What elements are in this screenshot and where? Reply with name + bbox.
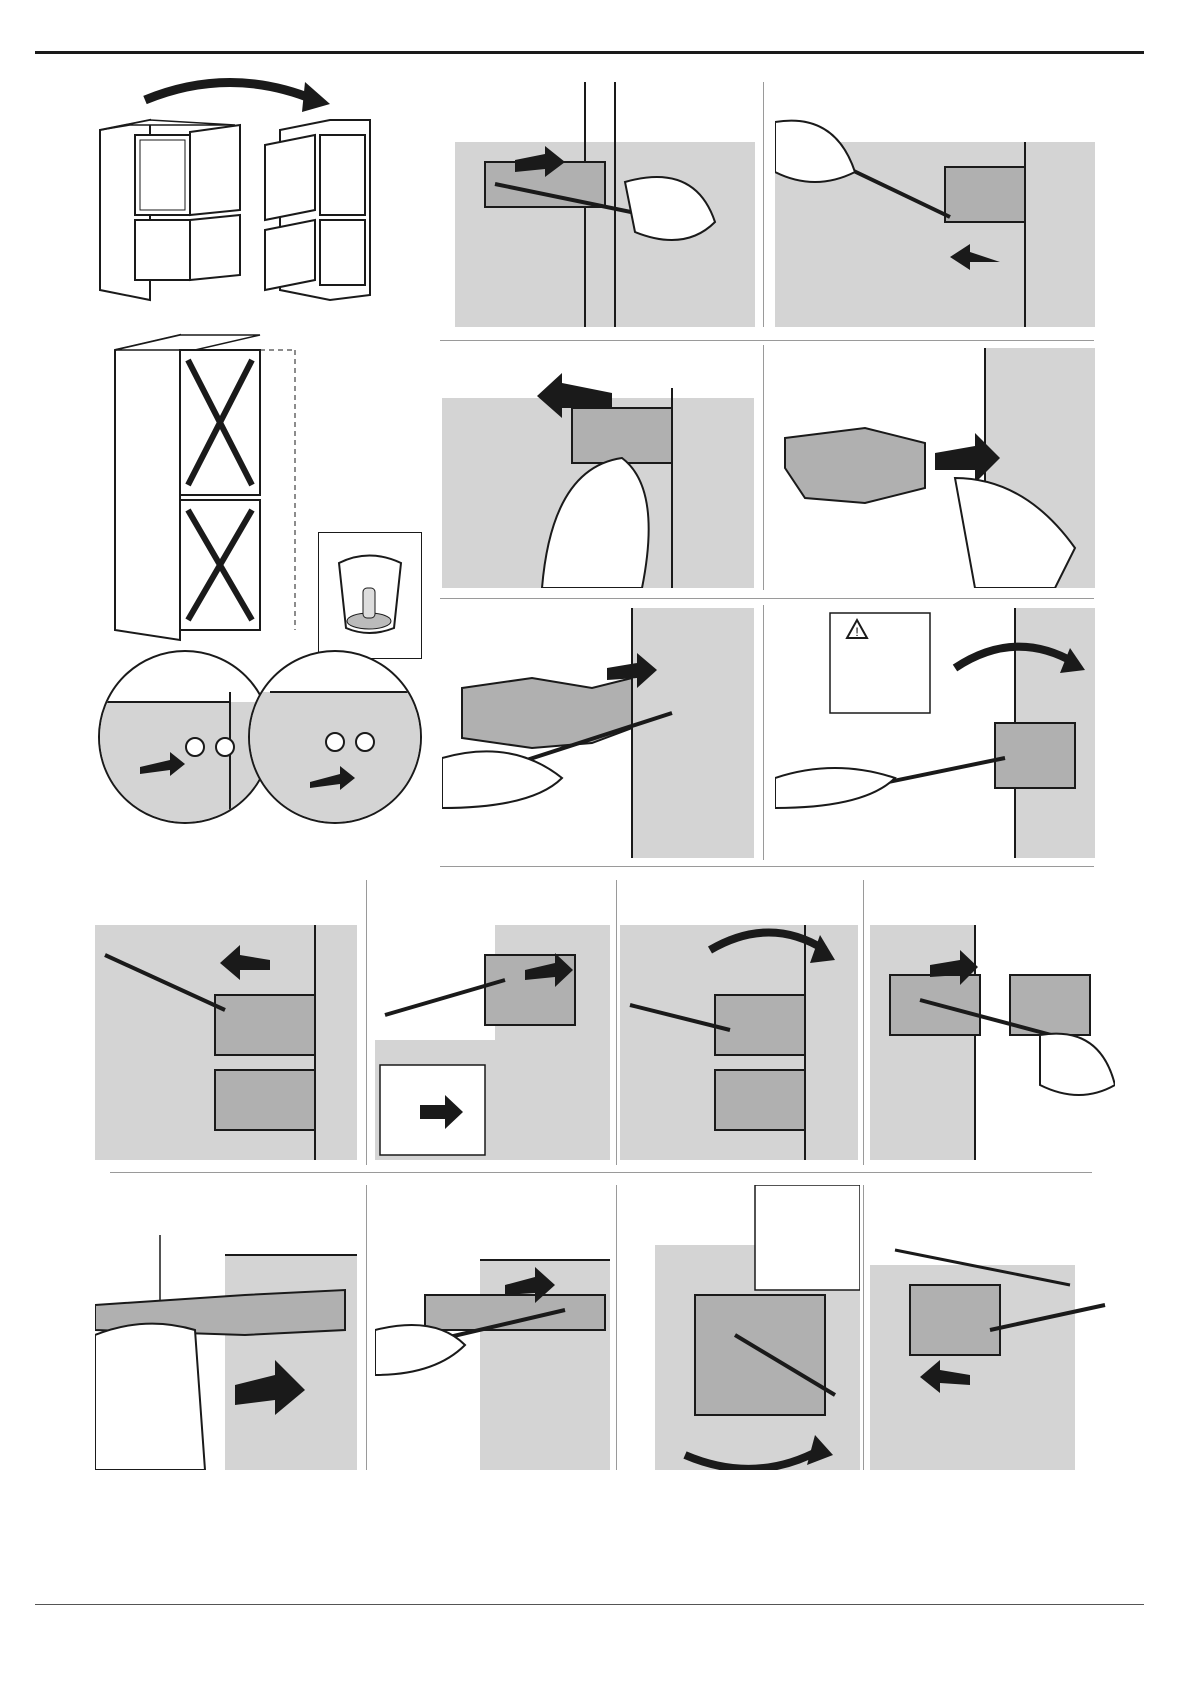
fridge-door-swap-icon xyxy=(90,70,400,315)
figure-screw-hinge-other-side xyxy=(442,608,754,858)
magnifier-circle-icon xyxy=(100,652,270,822)
footer-rule xyxy=(35,1604,1144,1605)
figure-middle-hinge-rotate xyxy=(620,925,858,1160)
bag-of-plugs-icon xyxy=(319,533,421,658)
figure-move-hinge-right xyxy=(775,348,1095,588)
figure-middle-hinge-screw-out xyxy=(375,925,610,1160)
screwdriver-hinge-icon xyxy=(775,82,1095,327)
hand-hinge-icon xyxy=(442,348,754,588)
figure-remove-doors xyxy=(110,330,300,650)
figure-unscrew-top-hinge xyxy=(455,82,755,327)
figure-final-screw xyxy=(870,1235,1115,1470)
hand-hinge-icon xyxy=(775,348,1095,588)
figure-plug-bag xyxy=(318,532,422,659)
screwdriver-hinge-icon xyxy=(442,608,754,858)
figure-plug-holes-right xyxy=(248,650,422,824)
figure-unscrew-top-hinge-right xyxy=(775,82,1095,327)
figure-plug-holes-left xyxy=(98,650,272,824)
header-rule xyxy=(35,51,1144,54)
svg-text:!: ! xyxy=(855,625,858,639)
warning-triangle-icon: ! xyxy=(775,608,1095,858)
warning-pinch-icon xyxy=(655,1185,860,1470)
screwdriver-hinge-icon xyxy=(870,1235,1115,1470)
rotate-arrow-icon xyxy=(620,925,858,1160)
hand-hinge-icon xyxy=(95,1235,357,1470)
screwdriver-hinge-icon xyxy=(455,82,755,327)
screwdriver-hinge-icon xyxy=(870,925,1115,1160)
figure-slide-hinge-in xyxy=(95,1235,357,1470)
figure-reverse-doors xyxy=(90,70,400,315)
screwdriver-hinge-icon xyxy=(95,925,357,1160)
figure-rotate-hinge-warning xyxy=(655,1185,860,1470)
figure-pull-hinge-left xyxy=(442,348,754,588)
screwdriver-hinge-icon xyxy=(375,1235,610,1470)
figure-warning-pinch-rotate: ! xyxy=(775,608,1095,858)
fridge-x-diagram-icon xyxy=(110,330,300,650)
screwdriver-hinge-icon xyxy=(375,925,610,1160)
figure-middle-hinge-unscrew xyxy=(95,925,357,1160)
magnifier-circle-icon xyxy=(250,652,420,822)
figure-middle-hinge-fix xyxy=(870,925,1115,1160)
figure-fix-top-hinge xyxy=(375,1235,610,1470)
